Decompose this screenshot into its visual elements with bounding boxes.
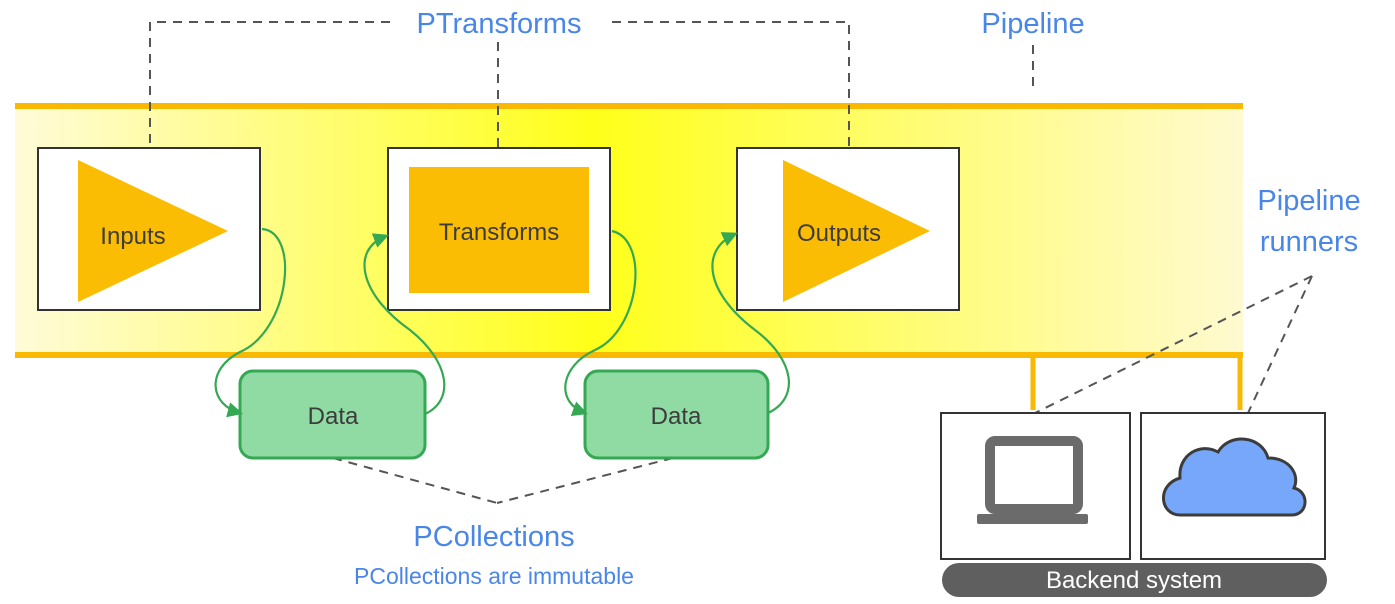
pipeline-runners-label-line2: runners	[1260, 226, 1358, 258]
runners-callout-laptop	[1034, 275, 1313, 414]
stage-transforms: Transforms	[387, 147, 611, 311]
inputs-triangle-icon	[78, 160, 228, 302]
inputs-label: Inputs	[100, 223, 165, 250]
transforms-label: Transforms	[439, 219, 559, 246]
transforms-square-icon	[409, 167, 589, 293]
backend-system-label: Backend system	[1046, 567, 1222, 594]
stage-inputs: Inputs	[37, 147, 261, 311]
pcollections-note: PCollections are immutable	[354, 563, 634, 589]
data-label-2: Data	[651, 403, 702, 430]
data-label-1: Data	[308, 403, 359, 430]
outputs-label: Outputs	[797, 220, 881, 247]
cloud-icon	[1162, 437, 1307, 517]
stage-outputs: Outputs	[736, 147, 960, 311]
pipeline-label: Pipeline	[981, 8, 1084, 40]
backend-system-pill	[942, 563, 1327, 597]
flow-data1-to-transforms	[363, 233, 446, 415]
pcollections-label: PCollections	[413, 521, 574, 553]
runner-laptop	[940, 412, 1131, 560]
ptransforms-callout-inputs	[149, 21, 390, 148]
outputs-triangle-icon	[783, 160, 930, 302]
pcollections-callout-left	[332, 457, 498, 504]
flow-data2-to-outputs	[711, 232, 790, 414]
runner-cloud	[1140, 412, 1326, 560]
ptransforms-callout-outputs	[612, 21, 850, 148]
pcollection-data-2: Data	[583, 369, 770, 460]
laptop-icon	[977, 436, 1088, 524]
pcollection-data-1: Data	[238, 369, 427, 460]
ptransforms-label: PTransforms	[417, 8, 582, 40]
flow-inputs-to-data1	[214, 227, 287, 418]
pcollections-callout-right	[496, 457, 674, 504]
runners-callout-cloud	[1247, 275, 1313, 414]
flow-transforms-to-data2	[564, 229, 637, 416]
pipeline-runners-label-line1: Pipeline	[1257, 185, 1360, 217]
